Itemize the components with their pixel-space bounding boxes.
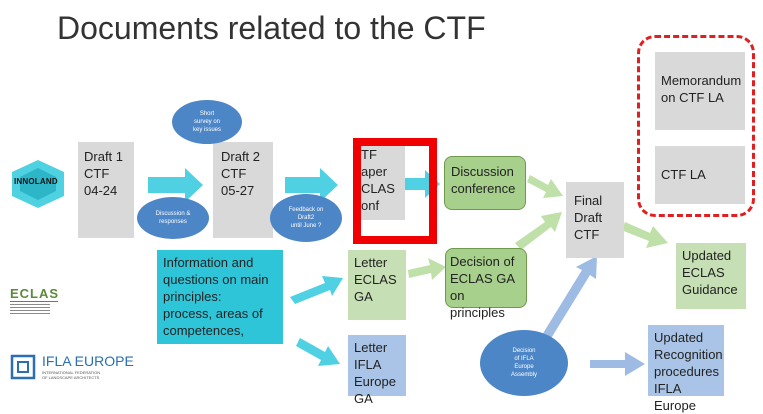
arrow-discussion-to-final xyxy=(527,175,563,198)
eclas-logo-text: ECLAS xyxy=(10,286,60,302)
information-questions-box: Information and questions on main princi… xyxy=(157,250,283,344)
flow-arrows xyxy=(148,168,668,376)
draft1-box: Draft 1 CTF 04-24 xyxy=(78,142,134,238)
innoland-logo-text: INNOLAND xyxy=(14,177,58,186)
eclas-logo: ECLAS xyxy=(10,286,58,318)
arrow-decision-to-final xyxy=(515,212,562,250)
arrow-ifla-assembly-to-final xyxy=(542,256,597,340)
short-survey-oval: Short survey on key issues xyxy=(172,100,242,144)
decision-ifla-assembly-oval: Decision of IFLA Europe Assembly xyxy=(480,330,568,396)
ifla-logo-text: IFLA EUROPE xyxy=(42,353,134,369)
innoland-hexagon-icon xyxy=(12,160,64,208)
ctf-la-documents-group xyxy=(637,35,755,217)
arrow-draft2-to-paper xyxy=(285,168,338,202)
ctf-la-box: CTF LA xyxy=(655,146,745,204)
arrow-final-to-updated xyxy=(621,222,668,248)
ifla-europe-logo: IFLA EUROPE INTERNATIONAL FEDERATION OF … xyxy=(10,352,134,386)
eclas-logo-subtext xyxy=(10,304,50,316)
decision-eclas-ga-box: Decision of ECLAS GA on principles xyxy=(445,248,527,320)
memorandum-box: Memorandum on CTF LA xyxy=(655,52,745,130)
arrow-info-to-letter-eclas xyxy=(290,276,343,304)
draft2-box: Draft 2 CTF 05-27 xyxy=(213,142,273,238)
final-draft-box: Final Draft CTF xyxy=(566,182,624,258)
feedback-draft2-oval: Feedback on Draft2 until June ? xyxy=(270,194,342,242)
discussion-conference-box: Discussion conference xyxy=(444,156,526,210)
updated-eclas-guidance-box: Updated ECLAS Guidance xyxy=(676,243,746,309)
ctf-paper-eclas-conf-box: TF aper CLAS onf xyxy=(355,142,405,220)
discussion-responses-oval: Discussion & responses xyxy=(137,197,209,239)
innoland-logo: INNOLAND xyxy=(8,158,68,210)
arrow-letter-eclas-to-decision xyxy=(408,258,446,280)
letter-ifla-europe-ga-box: Letter IFLA Europe GA xyxy=(348,335,406,406)
arrow-draft1-to-draft2 xyxy=(148,168,203,202)
highlight-rectangle xyxy=(353,138,437,244)
arrow-info-to-letter-ifla xyxy=(296,338,340,366)
updated-recognition-procedures-box: Updated Recognition procedures IFLA Euro… xyxy=(648,325,724,413)
ifla-square-icon xyxy=(10,354,36,380)
ifla-logo-subtext: INTERNATIONAL FEDERATION OF LANDSCAPE AR… xyxy=(42,370,101,380)
letter-eclas-ga-box: Letter ECLAS GA xyxy=(348,250,406,320)
page-title: Documents related to the CTF xyxy=(57,10,486,46)
arrow-ifla-assembly-to-recognition xyxy=(590,352,645,376)
